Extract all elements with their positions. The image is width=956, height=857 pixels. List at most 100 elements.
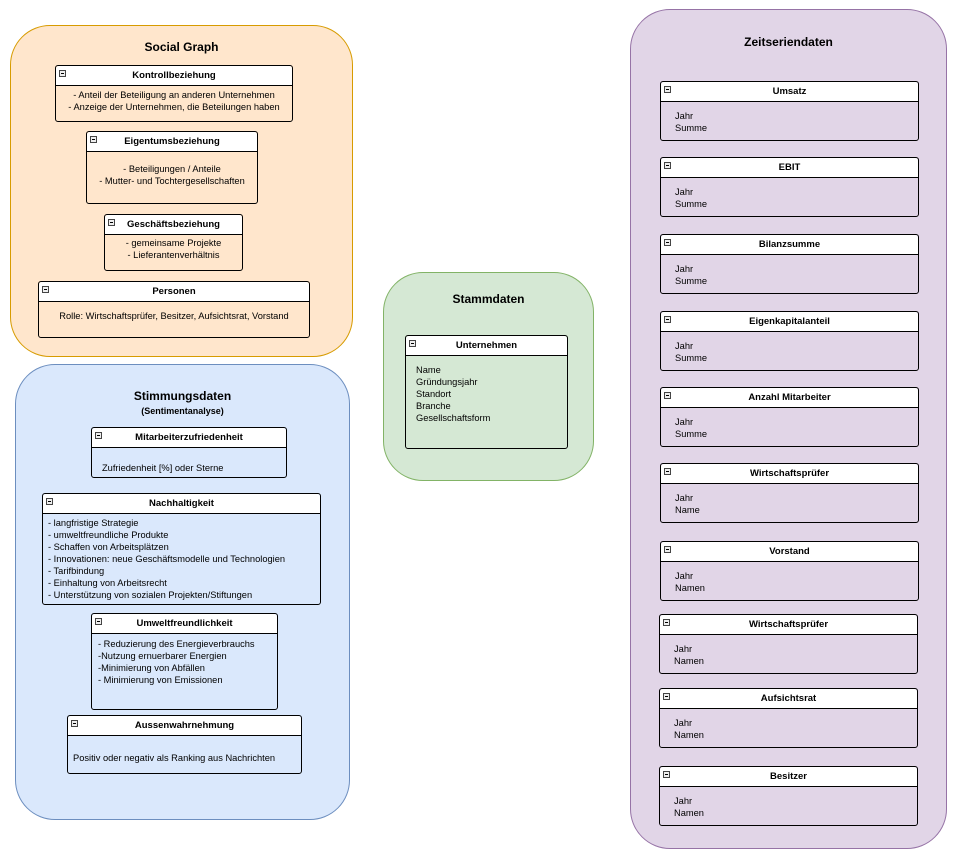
collapse-icon[interactable] xyxy=(664,468,671,475)
nachhaltigkeit-line: - umweltfreundliche Produkte xyxy=(48,530,169,540)
collapse-icon[interactable] xyxy=(95,432,102,439)
personen-line: Rolle: Wirtschaftsprüfer, Besitzer, Aufs… xyxy=(59,311,289,321)
nachhaltigkeit-box[interactable]: Nachhaltigkeit - langfristige Strategie … xyxy=(42,493,321,605)
stimmungsdaten-title: Stimmungsdaten xyxy=(133,389,232,403)
collapse-icon[interactable] xyxy=(663,619,670,626)
vorstand-line: Namen xyxy=(675,583,705,593)
kontrollbeziehung-line: - Anteil der Beteiligung an anderen Unte… xyxy=(73,90,275,100)
collapse-icon[interactable] xyxy=(59,70,66,77)
anzahl-mitarbeiter-box[interactable]: Anzahl Mitarbeiter Jahr Summe xyxy=(660,387,919,447)
unternehmen-line: Gründungsjahr xyxy=(416,377,478,387)
wirtschaftspruefer-line: Name xyxy=(675,505,700,515)
anzahl-mitarbeiter-title: Anzahl Mitarbeiter xyxy=(748,392,831,403)
umweltfreundlichkeit-line: - Reduzierung des Energieverbrauchs xyxy=(98,639,255,649)
umweltfreundlichkeit-line: -Minimierung von Abfällen xyxy=(98,663,205,673)
nachhaltigkeit-line: - Schaffen von Arbeitsplätzen xyxy=(48,542,169,552)
wirtschaftspruefer-box[interactable]: Wirtschaftsprüfer Jahr Name xyxy=(660,463,919,523)
geschaeftsbeziehung-line: - Lieferantenverhältnis xyxy=(127,250,220,260)
ebit-line: Jahr xyxy=(675,187,694,197)
nachhaltigkeit-line: - Unterstützung von sozialen Projekten/S… xyxy=(48,590,253,600)
unternehmen-line: Standort xyxy=(416,389,452,399)
collapse-icon[interactable] xyxy=(90,136,97,143)
eigenkapitalanteil-box[interactable]: Eigenkapitalanteil Jahr Summe xyxy=(660,311,919,371)
umsatz-title: Umsatz xyxy=(772,86,807,97)
unternehmen-title: Unternehmen xyxy=(455,340,518,351)
bilanzsumme-box[interactable]: Bilanzsumme Jahr Summe xyxy=(660,234,919,294)
aufsichtsrat-box[interactable]: Aufsichtsrat Jahr Namen xyxy=(659,688,918,748)
umweltfreundlichkeit-box[interactable]: Umweltfreundlichkeit - Reduzierung des E… xyxy=(91,613,278,710)
bilanzsumme-line: Summe xyxy=(675,276,708,286)
aufsichtsrat-line: Jahr xyxy=(674,718,693,728)
wirtschaftspruefer-line: Jahr xyxy=(675,493,694,503)
kontrollbeziehung-line: - Anzeige der Unternehmen, die Beteilung… xyxy=(68,102,280,112)
anzahl-mitarbeiter-line: Summe xyxy=(675,429,708,439)
ebit-line: Summe xyxy=(675,199,708,209)
collapse-icon[interactable] xyxy=(664,239,671,246)
personen-box[interactable]: Personen Rolle: Wirtschaftsprüfer, Besit… xyxy=(38,281,310,338)
nachhaltigkeit-line: - Innovationen: neue Geschäftsmodelle un… xyxy=(48,554,286,564)
mitarbeiterzufriedenheit-box[interactable]: Mitarbeiterzufriedenheit Zufriedenheit [… xyxy=(91,427,287,478)
collapse-icon[interactable] xyxy=(95,618,102,625)
besitzer-box[interactable]: Besitzer Jahr Namen xyxy=(659,766,918,826)
geschaeftsbeziehung-box[interactable]: Geschäftsbeziehung - gemeinsame Projekte… xyxy=(104,214,243,271)
mitarbeiterzufriedenheit-line: Zufriedenheit [%] oder Sterne xyxy=(102,463,224,473)
collapse-icon[interactable] xyxy=(663,771,670,778)
vorstand-box[interactable]: Vorstand Jahr Namen xyxy=(660,541,919,601)
collapse-icon[interactable] xyxy=(663,693,670,700)
collapse-icon[interactable] xyxy=(664,392,671,399)
collapse-icon[interactable] xyxy=(108,219,115,226)
ebit-box[interactable]: EBIT Jahr Summe xyxy=(660,157,919,217)
unternehmen-box[interactable]: Unternehmen Name Gründungsjahr Standort … xyxy=(405,335,568,449)
nachhaltigkeit-title: Nachhaltigkeit xyxy=(149,498,214,509)
nachhaltigkeit-line: - langfristige Strategie xyxy=(48,518,139,528)
geschaeftsbeziehung-line: - gemeinsame Projekte xyxy=(125,238,222,248)
eigentumsbeziehung-line: - Beteiligungen / Anteile xyxy=(123,164,221,174)
umsatz-line: Summe xyxy=(675,123,708,133)
wirtschaftspruefer-title: Wirtschaftsprüfer xyxy=(749,468,830,479)
umsatz-box[interactable]: Umsatz Jahr Summe xyxy=(660,81,919,141)
collapse-icon[interactable] xyxy=(42,286,49,293)
aufsichtsrat-title: Aufsichtsrat xyxy=(760,693,817,704)
besitzer-title: Besitzer xyxy=(770,771,807,782)
wirtschaftspruefer-namen-line: Jahr xyxy=(674,644,693,654)
anzahl-mitarbeiter-line: Jahr xyxy=(675,417,694,427)
collapse-icon[interactable] xyxy=(71,720,78,727)
aussenwahrnehmung-line: Positiv oder negativ als Ranking aus Nac… xyxy=(73,753,276,763)
unternehmen-line: Gesellschaftsform xyxy=(416,413,491,423)
social-graph-title: Social Graph xyxy=(144,40,219,54)
wirtschaftspruefer-namen-title: Wirtschaftsprüfer xyxy=(748,619,829,630)
collapse-icon[interactable] xyxy=(664,86,671,93)
aussenwahrnehmung-box[interactable]: Aussenwahrnehmung Positiv oder negativ a… xyxy=(67,715,302,774)
eigentumsbeziehung-box[interactable]: Eigentumsbeziehung - Beteiligungen / Ant… xyxy=(86,131,258,204)
collapse-icon[interactable] xyxy=(664,316,671,323)
umweltfreundlichkeit-title: Umweltfreundlichkeit xyxy=(136,618,233,629)
nachhaltigkeit-line: - Tarifbindung xyxy=(48,566,105,576)
bilanzsumme-line: Jahr xyxy=(675,264,694,274)
nachhaltigkeit-line: - Einhaltung von Arbeitsrecht xyxy=(48,578,167,588)
umsatz-line: Jahr xyxy=(675,111,694,121)
aussenwahrnehmung-title: Aussenwahrnehmung xyxy=(134,720,235,731)
ebit-title: EBIT xyxy=(778,162,801,173)
eigentumsbeziehung-line: - Mutter- und Tochtergesellschaften xyxy=(99,176,245,186)
unternehmen-line: Branche xyxy=(416,401,451,411)
collapse-icon[interactable] xyxy=(46,498,53,505)
eigenkapitalanteil-line: Jahr xyxy=(675,341,694,351)
eigenkapitalanteil-title: Eigenkapitalanteil xyxy=(749,316,830,327)
kontrollbeziehung-box[interactable]: Kontrollbeziehung - Anteil der Beteiligu… xyxy=(55,65,293,122)
zeitseriendaten-title: Zeitseriendaten xyxy=(744,35,833,49)
wirtschaftspruefer-namen-box[interactable]: Wirtschaftsprüfer Jahr Namen xyxy=(659,614,918,674)
bilanzsumme-title: Bilanzsumme xyxy=(758,239,821,250)
besitzer-line: Namen xyxy=(674,808,704,818)
eigenkapitalanteil-line: Summe xyxy=(675,353,708,363)
collapse-icon[interactable] xyxy=(664,162,671,169)
besitzer-line: Jahr xyxy=(674,796,693,806)
personen-title: Personen xyxy=(152,286,196,297)
eigentumsbeziehung-title: Eigentumsbeziehung xyxy=(124,136,220,147)
wirtschaftspruefer-namen-line: Namen xyxy=(674,656,704,666)
collapse-icon[interactable] xyxy=(664,546,671,553)
vorstand-line: Jahr xyxy=(675,571,694,581)
umweltfreundlichkeit-line: - Minimierung von Emissionen xyxy=(98,675,223,685)
mitarbeiterzufriedenheit-title: Mitarbeiterzufriedenheit xyxy=(135,432,243,443)
stammdaten-title: Stammdaten xyxy=(452,292,525,306)
collapse-icon[interactable] xyxy=(409,340,416,347)
